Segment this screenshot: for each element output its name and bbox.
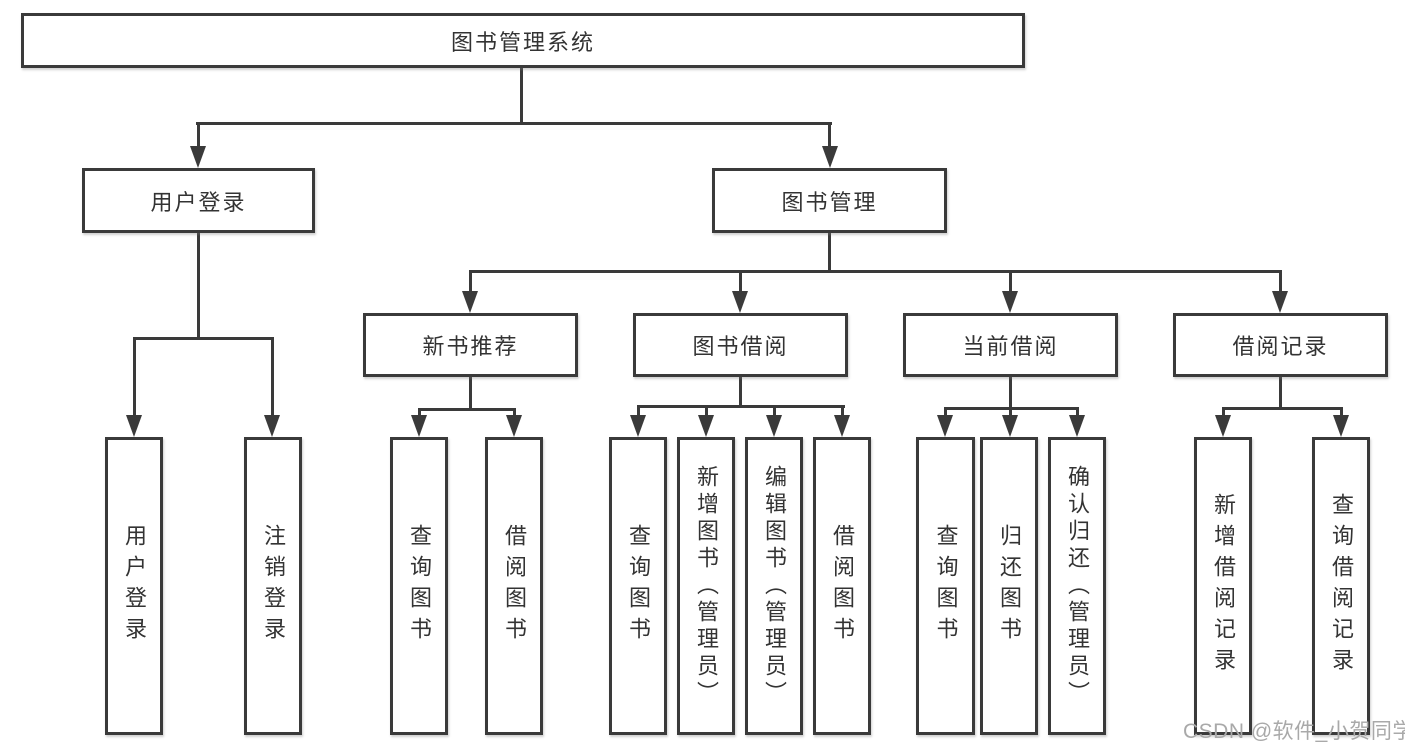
arrow-down-icon xyxy=(834,415,850,437)
leaf-currentborrow-return-books: 归还图书 xyxy=(980,437,1038,735)
connector-drop xyxy=(705,405,708,418)
arrow-down-icon xyxy=(630,415,646,437)
arrow-down-icon xyxy=(411,415,427,437)
connector-drop xyxy=(1076,407,1079,418)
connector-drop xyxy=(1009,407,1012,418)
connector-drop xyxy=(773,405,776,418)
node-book-borrow-label: 图书借阅 xyxy=(692,334,789,359)
connector-drop xyxy=(841,405,844,418)
connector-bookmgmt-bar xyxy=(469,270,1282,273)
leaf-bookborrow-add-books-admin: 新增图书（管理员） xyxy=(677,437,735,735)
connector-drop xyxy=(637,405,640,418)
node-borrow-records-label: 借阅记录 xyxy=(1232,334,1329,359)
leaf-user-login-label: 用户登录 xyxy=(122,524,147,648)
node-current-borrow: 当前借阅 xyxy=(903,313,1118,377)
node-new-book-recommend: 新书推荐 xyxy=(363,313,578,377)
leaf-newbooks-query-books: 查询图书 xyxy=(390,437,448,735)
node-borrow-records: 借阅记录 xyxy=(1173,313,1388,377)
connector-root-bar xyxy=(196,122,832,125)
node-new-book-recommend-label: 新书推荐 xyxy=(422,334,519,359)
connector-userlogin-stem xyxy=(197,233,200,337)
leaf-bookborrow-edit-books-admin-label: 编辑图书（管理员） xyxy=(762,464,787,708)
arrow-down-icon xyxy=(822,146,838,168)
leaf-currentborrow-query-books: 查询图书 xyxy=(916,437,975,735)
leaf-newbooks-query-books-label: 查询图书 xyxy=(407,524,432,648)
arrow-down-icon xyxy=(1002,415,1018,437)
leaf-currentborrow-return-books-label: 归还图书 xyxy=(997,524,1022,648)
arrow-down-icon xyxy=(1215,415,1231,437)
leaf-bookborrow-query-books: 查询图书 xyxy=(609,437,667,735)
arrow-down-icon xyxy=(937,415,953,437)
connector-borrowrecords-stem xyxy=(1279,377,1282,407)
leaf-newbooks-borrow-books-label: 借阅图书 xyxy=(502,524,527,648)
connector-bookmgmt-stem xyxy=(828,233,831,270)
leaf-query-borrow-record-label: 查询借阅记录 xyxy=(1329,493,1354,679)
leaf-user-login: 用户登录 xyxy=(105,437,163,735)
arrow-down-icon xyxy=(1333,415,1349,437)
connector-drop xyxy=(418,408,421,418)
arrow-down-icon xyxy=(190,146,206,168)
connector-userlogin-bar xyxy=(133,337,274,340)
connector-drop-book-borrow xyxy=(739,270,742,295)
connector-root-stem xyxy=(520,68,523,122)
arrow-down-icon xyxy=(264,415,280,437)
arrow-down-icon xyxy=(462,291,478,313)
connector-drop xyxy=(944,407,947,418)
arrow-down-icon xyxy=(126,415,142,437)
connector-borrowrecords-bar xyxy=(1222,407,1343,410)
node-current-borrow-label: 当前借阅 xyxy=(962,334,1059,359)
leaf-currentborrow-confirm-return-admin-label: 确认归还（管理员） xyxy=(1065,464,1090,708)
arrow-down-icon xyxy=(698,415,714,437)
connector-drop-current-borrow xyxy=(1009,270,1012,295)
connector-drop-new-books xyxy=(469,270,472,295)
connector-drop-user-login xyxy=(197,122,200,150)
arrow-down-icon xyxy=(766,415,782,437)
leaf-bookborrow-add-books-admin-label: 新增图书（管理员） xyxy=(694,464,719,708)
node-user-login-label: 用户登录 xyxy=(150,189,247,215)
connector-drop xyxy=(1340,407,1343,418)
node-root: 图书管理系统 xyxy=(21,13,1025,68)
leaf-currentborrow-confirm-return-admin: 确认归还（管理员） xyxy=(1048,437,1106,735)
leaf-add-borrow-record-label: 新增借阅记录 xyxy=(1211,493,1236,679)
leaf-bookborrow-edit-books-admin: 编辑图书（管理员） xyxy=(745,437,803,735)
leaf-query-borrow-record: 查询借阅记录 xyxy=(1312,437,1370,735)
arrow-down-icon xyxy=(732,291,748,313)
leaf-bookborrow-borrow-books: 借阅图书 xyxy=(813,437,871,735)
node-book-management: 图书管理 xyxy=(712,168,947,233)
connector-newbooks-stem xyxy=(469,377,472,408)
leaf-logout: 注销登录 xyxy=(244,437,302,735)
arrow-down-icon xyxy=(506,415,522,437)
node-root-label: 图书管理系统 xyxy=(450,29,595,55)
connector-drop-book-management xyxy=(828,122,831,150)
connector-drop xyxy=(1222,407,1225,418)
watermark: CSDN @软件_小贺同学 xyxy=(1183,720,1405,743)
connector-bookborrow-stem xyxy=(739,377,742,405)
arrow-down-icon xyxy=(1272,291,1288,313)
node-user-login: 用户登录 xyxy=(82,168,315,233)
leaf-logout-label: 注销登录 xyxy=(261,524,286,648)
connector-drop-logout xyxy=(271,337,274,419)
connector-currentborrow-stem xyxy=(1009,377,1012,407)
node-book-management-label: 图书管理 xyxy=(781,189,878,215)
arrow-down-icon xyxy=(1069,415,1085,437)
leaf-newbooks-borrow-books: 借阅图书 xyxy=(485,437,543,735)
node-book-borrow: 图书借阅 xyxy=(633,313,848,377)
arrow-down-icon xyxy=(1002,291,1018,313)
connector-drop xyxy=(513,408,516,418)
connector-newbooks-bar xyxy=(418,408,516,411)
connector-bookborrow-bar xyxy=(637,405,845,408)
leaf-bookborrow-query-books-label: 查询图书 xyxy=(626,524,651,648)
leaf-bookborrow-borrow-books-label: 借阅图书 xyxy=(830,524,855,648)
connector-drop-borrow-records xyxy=(1279,270,1282,295)
connector-drop-login xyxy=(133,337,136,419)
leaf-currentborrow-query-books-label: 查询图书 xyxy=(933,524,959,648)
leaf-add-borrow-record: 新增借阅记录 xyxy=(1194,437,1252,735)
